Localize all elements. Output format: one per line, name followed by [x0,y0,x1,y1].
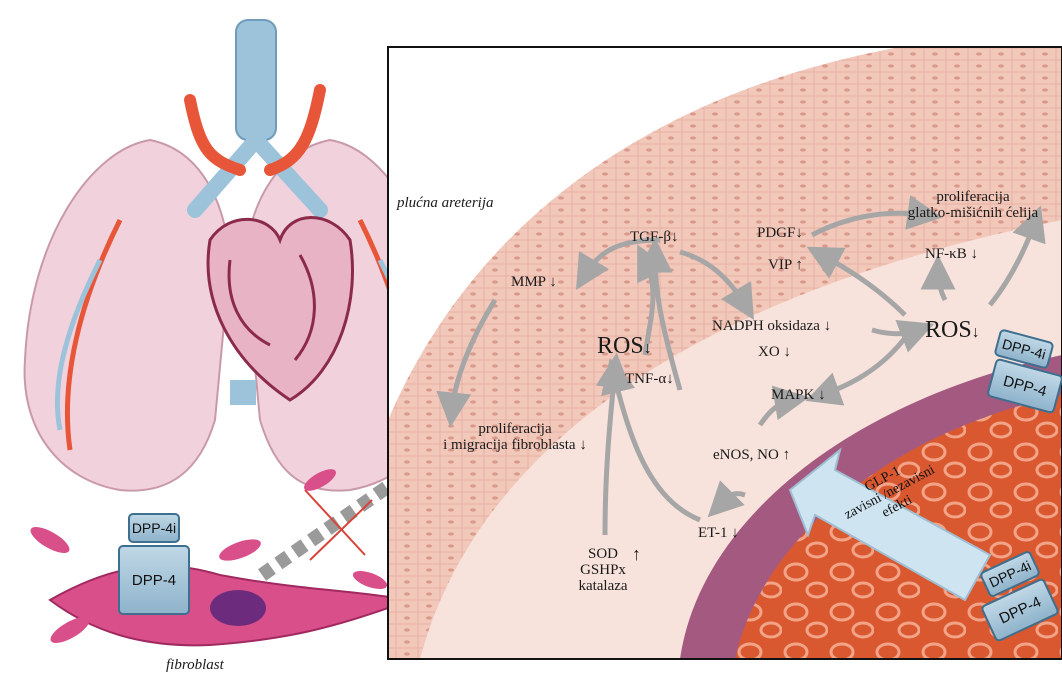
label-ros-right: ROS↓ [925,318,980,343]
label-mapk: MAPK ↓ [771,388,826,404]
dpp4-box-fibroblast: DPP-4 [118,545,190,615]
label-xo: XO ↓ [758,345,791,361]
label-nfkb: NF-κB ↓ [925,247,978,263]
label-arteria: plućna areterija [397,196,494,212]
lung-illustration [25,20,446,491]
antioxidant-up-arrow: ↑ [632,545,641,564]
label-tnf: TNF-α↓ [625,372,674,388]
fibroblast-cells [27,465,410,648]
label-vip: VIP ↑ [768,258,803,274]
dpp4i-box-fibroblast: DPP-4i [128,513,180,543]
label-enos: eNOS, NO ↑ [713,448,790,464]
label-nadph: NADPH oksidaza ↓ [712,319,831,335]
label-mmp: MMP ↓ [511,275,557,291]
label-fibroblast: fibroblast [166,658,224,674]
label-tgf: TGF-β↓ [630,230,678,246]
label-ros-left: ROS↓ [597,334,652,359]
label-et1: ET-1 ↓ [698,526,739,542]
label-pdgf: PDGF↓ [757,226,803,242]
